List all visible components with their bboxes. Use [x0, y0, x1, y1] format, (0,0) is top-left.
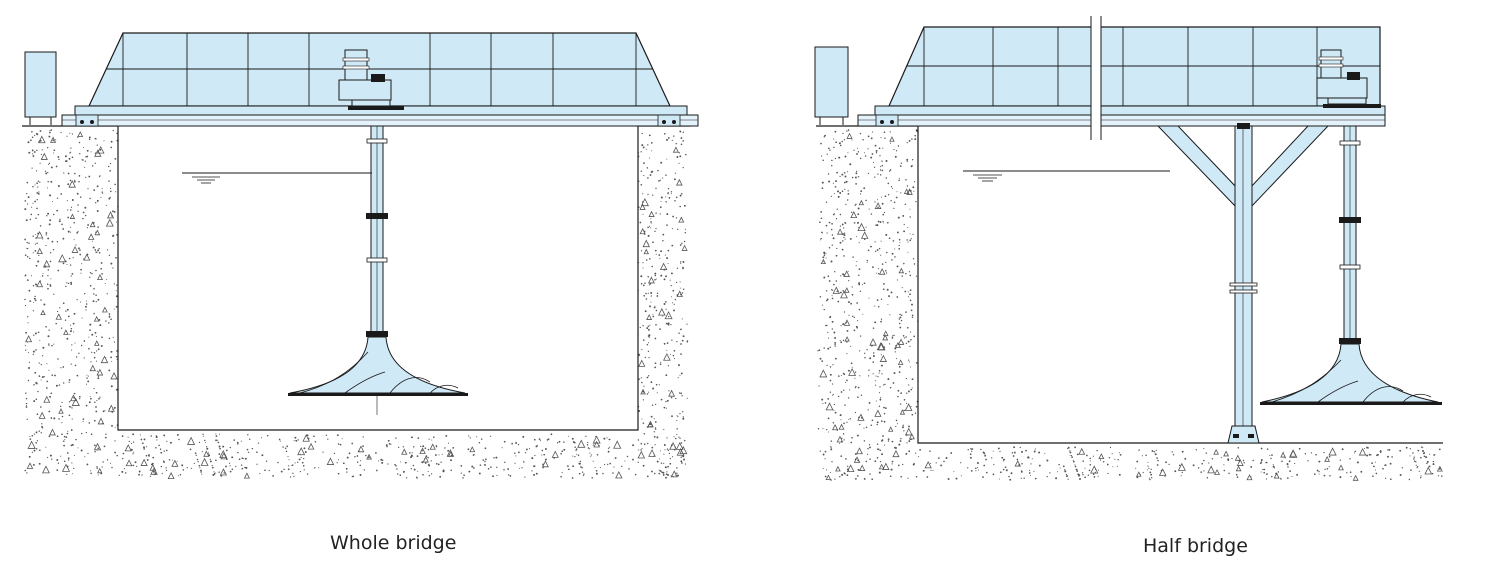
- support-column: [1156, 123, 1330, 444]
- tank-outline: [917, 126, 1443, 444]
- concrete-surround-right: [817, 129, 1443, 481]
- tank-outline: [117, 126, 639, 431]
- whole-bridge-diagram: [22, 32, 699, 480]
- water-level: [182, 172, 372, 184]
- drive-shaft: [1339, 125, 1361, 344]
- control-cabinet: [814, 46, 849, 125]
- water-level: [963, 170, 1170, 182]
- half-bridge-diagram: [814, 16, 1443, 481]
- control-cabinet: [24, 51, 57, 125]
- break-symbol: [1090, 16, 1102, 140]
- caption-half-bridge: Half bridge: [1143, 535, 1248, 557]
- concrete-surround-left: [24, 129, 689, 480]
- caption-whole-bridge: Whole bridge: [330, 532, 457, 554]
- bridge-canopy: [888, 26, 1381, 107]
- drive-motor: [338, 49, 404, 110]
- hyperboloid-impeller: [288, 336, 468, 396]
- drive-motor: [1316, 49, 1381, 108]
- hyperboloid-impeller: [1260, 343, 1442, 405]
- bridge-deck: [857, 105, 1386, 127]
